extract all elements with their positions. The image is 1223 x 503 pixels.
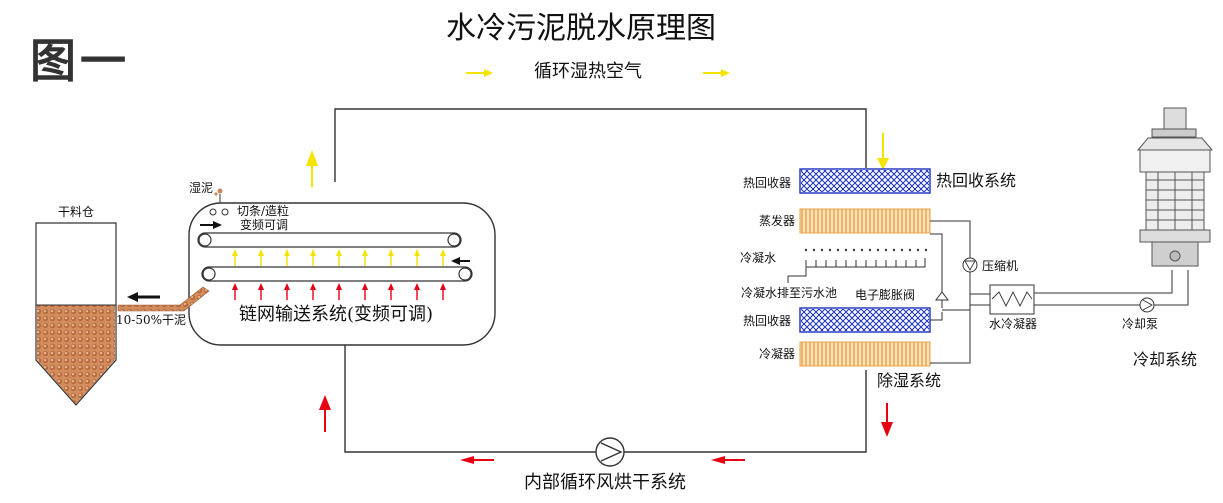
condensate-drain-label: 冷凝水排至污水池 — [741, 286, 838, 300]
refrigerant-piping — [930, 220, 990, 364]
page-title: 水冷污泥脱水原理图 — [446, 11, 716, 46]
compressor-icon — [962, 257, 978, 273]
dry-material-silo — [35, 222, 117, 406]
frequency-label: 变频可调 — [240, 218, 289, 232]
cooling-tower-icon — [1136, 107, 1214, 267]
evaporator-coil — [799, 208, 931, 234]
condensate-drain-tray — [787, 258, 926, 283]
circulation-fan-icon — [595, 437, 625, 467]
condenser-coil — [799, 341, 931, 367]
cooling-pump-label: 冷却泵 — [1122, 317, 1159, 331]
top-flow-arrows — [306, 69, 889, 187]
cooling-water-piping — [1034, 270, 1189, 306]
heat-recovery-system-label: 热回收系统 — [936, 171, 1017, 190]
discharge-chute — [117, 286, 210, 312]
hot-air-arrows — [232, 283, 446, 300]
expansion-valve-label: 电子膨胀阀 — [855, 288, 916, 302]
heat-recovery-bottom-label: 热回收器 — [743, 314, 792, 328]
wet-sludge-inlet-icon — [209, 188, 229, 216]
wet-sludge-label: 湿泥 — [189, 181, 214, 195]
top-duct — [334, 108, 867, 182]
heat-recovery-bottom — [799, 307, 931, 333]
silo-label: 干料仓 — [58, 205, 95, 219]
condensate-label: 冷凝水 — [740, 251, 777, 265]
dehumidification-system-label: 除湿系统 — [877, 371, 942, 390]
condenser-label: 冷凝器 — [759, 347, 796, 361]
heat-recovery-top — [799, 168, 931, 194]
warm-air-arrows — [232, 249, 446, 266]
cooling-system-label: 冷却系统 — [1133, 350, 1198, 369]
water-condenser-icon — [989, 284, 1035, 315]
condensate-droplets — [804, 248, 928, 252]
bottom-loop-label: 内部循环风烘干系统 — [524, 472, 686, 493]
expansion-valve-icon — [935, 291, 949, 301]
top-loop-label: 循环湿热空气 — [534, 61, 642, 82]
heat-recovery-top-label: 热回收器 — [743, 176, 792, 190]
water-condenser-label: 水冷凝器 — [989, 317, 1038, 331]
compressor-label: 压缩机 — [982, 259, 1019, 273]
conveyor-system-label: 链网输送系统(变频可调) — [239, 304, 434, 325]
cutting-label: 切条/造粒 — [237, 204, 290, 218]
conveyor-belts — [197, 232, 473, 282]
bottom-duct — [344, 345, 867, 453]
output-ratio-label: 10-50%干泥 — [116, 313, 186, 327]
cooling-pump-icon — [1139, 297, 1155, 313]
bottom-flow-arrows — [319, 395, 893, 464]
figure-label: 图一 — [30, 34, 130, 88]
evaporator-label: 蒸发器 — [759, 214, 796, 228]
conveyor-direction-arrows — [200, 221, 470, 265]
